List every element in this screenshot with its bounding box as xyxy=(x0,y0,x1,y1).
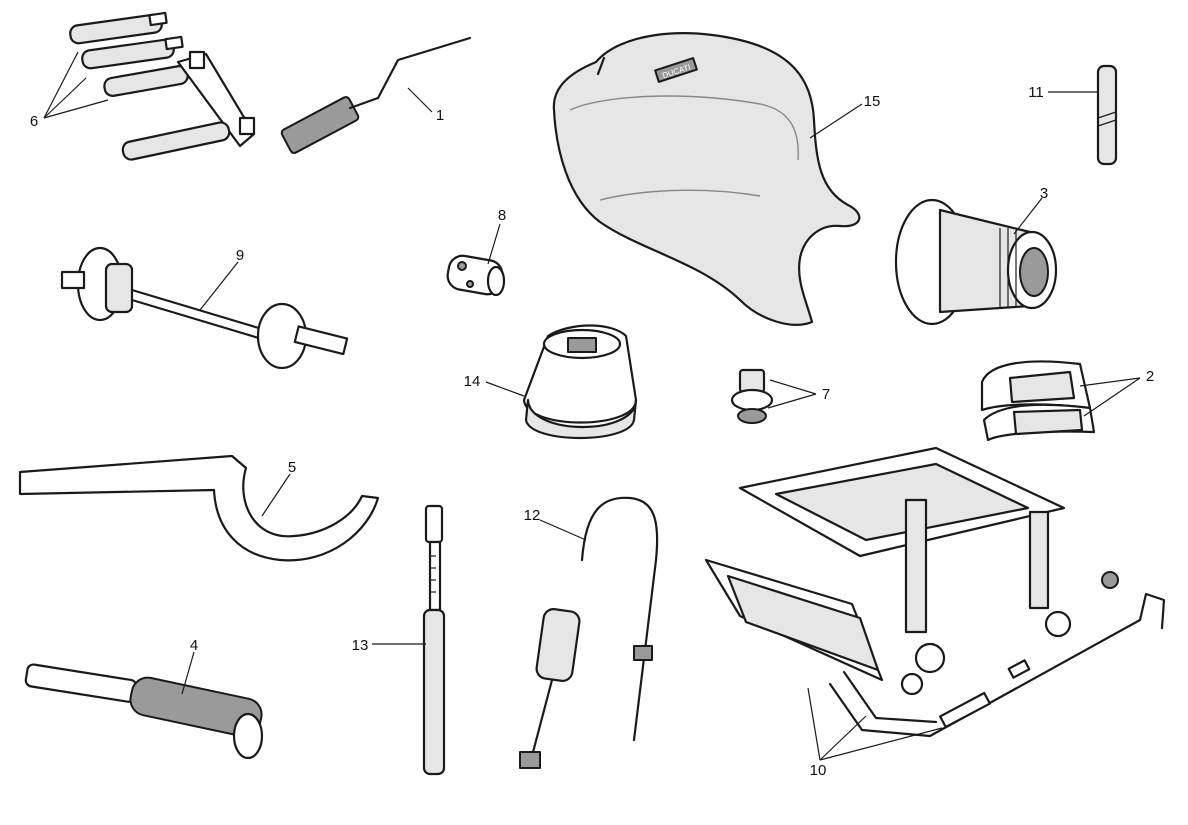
callout-4: 4 xyxy=(190,637,198,654)
tool-10-jack xyxy=(704,446,1166,738)
callout-10: 10 xyxy=(810,762,827,779)
tool-6-pin-set xyxy=(69,11,256,161)
tool-14-socket xyxy=(522,324,638,439)
tool-11-pin xyxy=(1096,64,1118,166)
tool-7-valve xyxy=(730,368,774,424)
tool-2-split-sleeve xyxy=(980,360,1096,442)
callout-12: 12 xyxy=(524,507,541,524)
tool-8-nut xyxy=(446,254,506,297)
callout-numbers: 6 1 15 11 3 8 9 14 7 2 5 12 13 4 10 xyxy=(30,84,1154,779)
tool-3-flange-sleeve xyxy=(894,198,1058,326)
callout-5: 5 xyxy=(288,459,296,476)
callout-13: 13 xyxy=(352,637,369,654)
callout-1: 1 xyxy=(436,107,444,124)
tool-15-seat: DUCATI xyxy=(552,32,861,326)
tool-13-gauge xyxy=(422,504,446,776)
callout-11: 11 xyxy=(1028,84,1044,101)
callout-2: 2 xyxy=(1146,368,1154,385)
callout-3: 3 xyxy=(1040,185,1048,202)
callout-14: 14 xyxy=(464,373,481,390)
callout-9: 9 xyxy=(236,247,244,264)
tool-4-shaft xyxy=(24,663,264,760)
callout-6: 6 xyxy=(30,113,38,130)
callout-15: 15 xyxy=(864,93,881,110)
tool-1-hook xyxy=(280,36,472,154)
tool-9-puller xyxy=(60,246,349,370)
tool-12-bleeder xyxy=(519,496,659,769)
tool-5-spanner xyxy=(18,454,380,562)
callout-8: 8 xyxy=(498,207,506,224)
leader-lines xyxy=(43,51,1141,761)
callout-7: 7 xyxy=(822,386,830,403)
